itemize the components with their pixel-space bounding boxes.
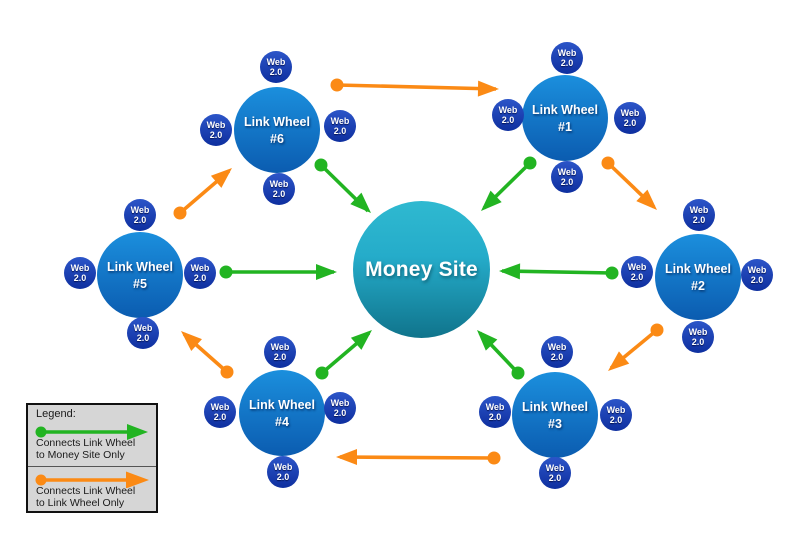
orange-arrow-wheel3-to-wheel4-icon [336, 449, 501, 465]
web20-satellite: Web 2.0 [614, 102, 646, 134]
web20-satellite: Web 2.0 [260, 51, 292, 83]
web20-satellite: Web 2.0 [682, 321, 714, 353]
web20-satellite: Web 2.0 [263, 173, 295, 205]
web20-satellite: Web 2.0 [621, 256, 653, 288]
web20-satellite: Web 2.0 [200, 114, 232, 146]
green-arrow-wheel3-to-money-icon [477, 330, 525, 380]
wheel-number: #5 [133, 276, 147, 291]
web20-satellite: Web 2.0 [204, 396, 236, 428]
wheel-label: Link Wheel [107, 259, 173, 274]
web20-satellite: Web 2.0 [184, 257, 216, 289]
green-arrow-wheel2-to-money-icon [499, 263, 619, 280]
wheel-label: Link Wheel [522, 399, 588, 414]
legend-orange-arrow-icon [35, 471, 149, 488]
orange-arrow-wheel1-to-wheel2-icon [601, 156, 657, 210]
wheel-number: #3 [548, 416, 562, 431]
legend-orange-description: Connects Link Wheel to Link Wheel Only [36, 485, 136, 509]
web20-satellite: Web 2.0 [324, 110, 356, 142]
legend-divider [28, 466, 156, 467]
green-arrow-wheel1-to-money-icon [481, 156, 537, 211]
link-wheel-1-node: Link Wheel #1 [522, 75, 608, 161]
orange-arrow-wheel6-to-wheel1-icon [330, 78, 499, 97]
web20-satellite: Web 2.0 [741, 259, 773, 291]
web20-satellite: Web 2.0 [264, 336, 296, 368]
wheel-label: Link Wheel [244, 114, 310, 129]
link-wheel-6-node: Link Wheel #6 [234, 87, 320, 173]
web20-satellite: Web 2.0 [541, 336, 573, 368]
orange-arrow-wheel5-to-wheel6-icon [173, 168, 232, 220]
web20-satellite: Web 2.0 [683, 199, 715, 231]
web20-satellite: Web 2.0 [124, 199, 156, 231]
money-site-label: Money Site [365, 257, 478, 281]
green-arrow-wheel5-to-money-icon [219, 264, 337, 280]
green-arrow-wheel6-to-money-icon [314, 158, 371, 213]
legend-green-description: Connects Link Wheel to Money Site Only [36, 437, 136, 461]
wheel-number: #4 [275, 414, 289, 429]
web20-satellite: Web 2.0 [479, 396, 511, 428]
legend-box: Legend: Connects Link Wheel to Money Sit… [26, 403, 158, 513]
wheel-number: #1 [558, 119, 572, 134]
web20-satellite: Web 2.0 [551, 42, 583, 74]
web20-satellite: Web 2.0 [539, 457, 571, 489]
wheel-number: #2 [691, 278, 705, 293]
orange-arrow-wheel2-to-wheel3-icon [608, 323, 664, 371]
wheel-label: Link Wheel [532, 102, 598, 117]
web20-satellite: Web 2.0 [324, 392, 356, 424]
wheel-label: Link Wheel [249, 397, 315, 412]
orange-arrow-wheel4-to-wheel5-icon [181, 331, 234, 379]
web20-satellite: Web 2.0 [551, 161, 583, 193]
web20-satellite: Web 2.0 [127, 317, 159, 349]
link-wheel-5-node: Link Wheel #5 [97, 232, 183, 318]
web20-satellite: Web 2.0 [64, 257, 96, 289]
money-site-node: Money Site [353, 201, 490, 338]
web20-satellite: Web 2.0 [492, 99, 524, 131]
web20-satellite: Web 2.0 [600, 399, 632, 431]
green-arrow-wheel4-to-money-icon [315, 330, 372, 380]
wheel-number: #6 [270, 131, 284, 146]
link-wheel-3-node: Link Wheel #3 [512, 372, 598, 458]
wheel-label: Link Wheel [665, 261, 731, 276]
legend-title: Legend: [36, 408, 76, 420]
legend-green-arrow-icon [35, 424, 148, 440]
link-wheel-4-node: Link Wheel #4 [239, 370, 325, 456]
web20-satellite: Web 2.0 [267, 456, 299, 488]
link-wheel-2-node: Link Wheel #2 [655, 234, 741, 320]
